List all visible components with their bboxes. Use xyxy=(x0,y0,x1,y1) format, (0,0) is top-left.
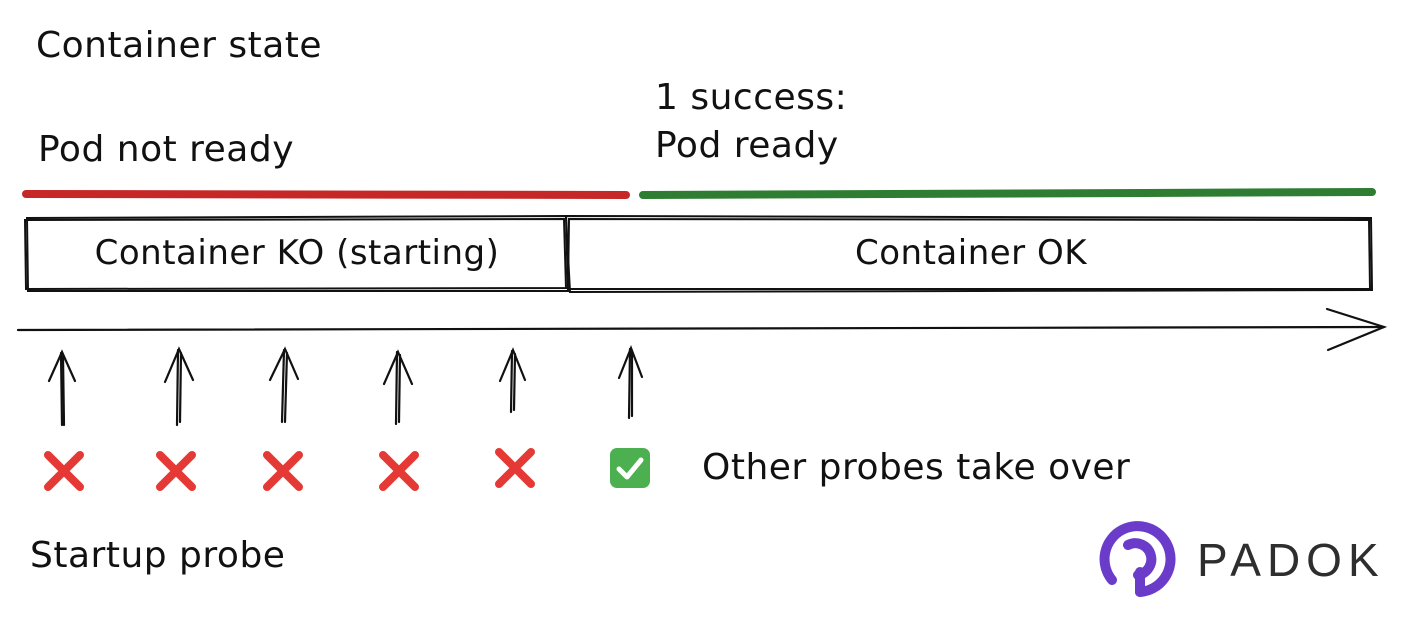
probe-arrow-2 xyxy=(163,346,195,427)
ready-bar xyxy=(639,188,1376,199)
probe-arrows xyxy=(47,344,644,427)
pod-not-ready-label: Pod not ready xyxy=(38,129,295,170)
not-ready-bar xyxy=(22,190,630,199)
padok-logo-text: PADOK xyxy=(1197,534,1385,586)
cross-mark-icon xyxy=(156,451,196,491)
probe-arrow-4 xyxy=(382,349,414,426)
cross-mark-icon xyxy=(263,451,303,491)
startup-probe-label: Startup probe xyxy=(30,535,286,576)
probe-arrow-5 xyxy=(498,347,527,414)
container-ok-box xyxy=(564,214,1374,294)
cross-mark-icon xyxy=(44,451,84,491)
success-count-label: 1 success: xyxy=(655,77,848,118)
time-axis-arrow xyxy=(16,307,1388,352)
cross-mark-icon xyxy=(495,448,535,488)
probe-arrow-1 xyxy=(47,349,77,427)
probe-arrow-3 xyxy=(268,346,300,424)
pod-ready-label: Pod ready xyxy=(655,125,839,166)
other-probes-label: Other probes take over xyxy=(702,447,1131,488)
check-box-icon xyxy=(610,448,650,488)
container-ok-label: Container OK xyxy=(854,233,1087,273)
padok-logo-icon xyxy=(1099,521,1176,597)
probe-arrow-6 xyxy=(617,344,644,420)
container-ko-label: Container KO (starting) xyxy=(94,233,500,273)
diagram-title: Container state xyxy=(36,25,323,66)
cross-mark-icon xyxy=(379,451,419,491)
container-ko-box xyxy=(23,214,570,292)
